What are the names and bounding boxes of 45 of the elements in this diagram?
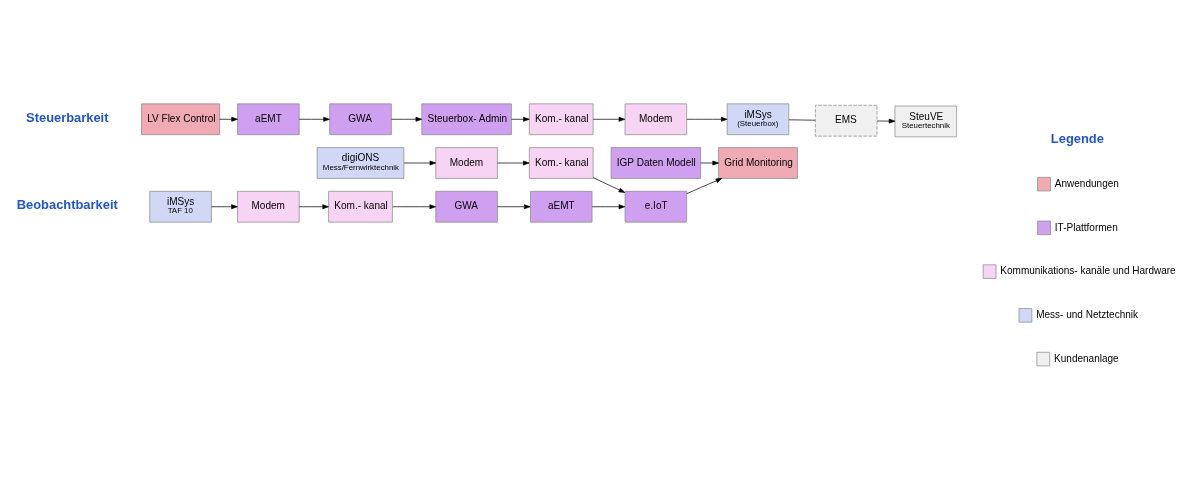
node-box: Kom.- kanal xyxy=(328,190,393,223)
node-box: aEMT xyxy=(530,190,593,223)
legend-label: Kommunikations- kanäle und Hardware xyxy=(1000,265,1176,277)
node-box: GWA xyxy=(329,103,392,136)
arrow xyxy=(700,160,719,166)
arrow xyxy=(876,118,896,124)
node-box: Steuerbox- Admin xyxy=(421,103,512,136)
node-box: Grid Monitoring xyxy=(718,147,798,179)
node-box: EMS xyxy=(815,104,878,137)
node-box: Modem xyxy=(435,147,498,179)
node-box: digiONS Mess/Fernwirktechnik xyxy=(316,147,405,179)
node-box: Modem xyxy=(624,103,688,136)
arrow xyxy=(391,116,423,122)
node-box: Modem xyxy=(237,190,300,223)
arrow xyxy=(511,116,530,122)
arrow xyxy=(211,204,238,210)
node-box: Kom.- kanal xyxy=(528,103,594,136)
arrow xyxy=(392,204,436,210)
label: Beobachtbarkeit xyxy=(16,197,118,213)
arrow xyxy=(219,116,238,122)
node-box: SteuVE Steuertechnik xyxy=(894,105,957,138)
arrow xyxy=(497,160,530,166)
arrow xyxy=(497,204,531,210)
arrow xyxy=(591,204,626,210)
node-box: IGP Daten Modell xyxy=(610,147,701,179)
arrow xyxy=(592,177,626,193)
arrow xyxy=(403,160,437,166)
legend-label: Kundenanlage xyxy=(1054,352,1119,364)
node-box: iMSys TAF 10 xyxy=(149,190,212,223)
arrow xyxy=(592,116,626,122)
arrow xyxy=(298,204,329,210)
node-box: iMSys (Steuerbox) xyxy=(726,103,790,136)
node-box: LV Flex Control xyxy=(141,103,220,136)
arrow xyxy=(686,178,723,194)
legend-label: Mess- und Netztechnik xyxy=(1036,309,1139,320)
label: Legende xyxy=(1050,130,1104,146)
label: Steuerbarkeit xyxy=(26,109,109,125)
node-box: Kom.- kanal xyxy=(528,147,594,179)
arrow xyxy=(298,116,330,122)
node-box: aEMT xyxy=(237,103,300,136)
legend-label: Anwendungen xyxy=(1054,177,1119,189)
node-box: GWA xyxy=(435,190,498,223)
legend-label: IT-Plattformen xyxy=(1054,221,1118,233)
node-box: e.IoT xyxy=(624,190,688,223)
arrow xyxy=(686,116,728,122)
